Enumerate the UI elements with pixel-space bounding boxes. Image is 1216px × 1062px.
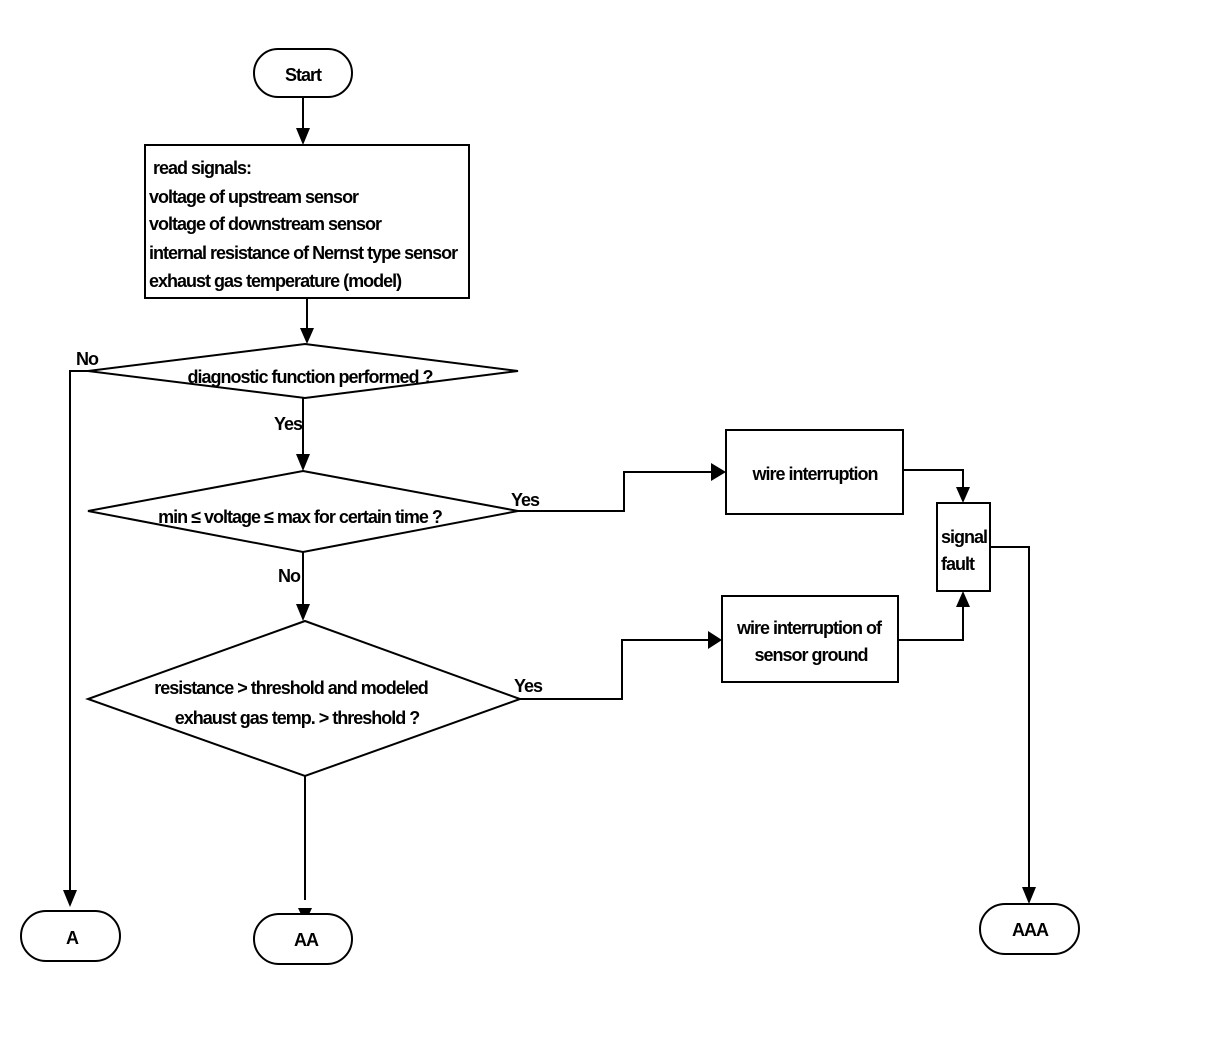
start-terminal: Start <box>253 48 353 98</box>
decision-resistance: resistance > threshold and modeled exhau… <box>85 619 523 778</box>
arrow-head <box>956 487 970 503</box>
terminal-aaa-label: AAA <box>1012 920 1049 940</box>
read-signals-line-1: read signals: <box>153 158 251 178</box>
wire-interruption-ground-box: wire interruption of sensor ground <box>721 595 899 683</box>
wire-interruption-label: wire interruption <box>751 464 877 484</box>
terminal-aa: AA <box>253 913 353 965</box>
terminal-a-label: A <box>66 928 79 948</box>
signal-fault-line-1: signal <box>941 527 987 547</box>
signal-fault-box: signal fault <box>936 502 991 592</box>
decision-performed: diagnostic function performed ? <box>87 342 519 400</box>
performed-yes-label: Yes <box>274 414 303 434</box>
decision-voltage: min ≤ voltage ≤ max for certain time ? <box>87 469 519 554</box>
terminal-aaa: AAA <box>979 903 1080 955</box>
arrow-head <box>296 454 310 471</box>
terminal-a: A <box>20 910 121 962</box>
arrow-head <box>296 128 310 145</box>
arrow-head <box>300 328 314 344</box>
voltage-yes-label: Yes <box>511 490 540 510</box>
wire-interruption-box: wire interruption <box>725 429 904 515</box>
arrow-head <box>63 890 77 907</box>
performed-no-label: No <box>76 349 99 369</box>
resistance-yes-label: Yes <box>514 676 543 696</box>
start-label: Start <box>285 65 322 85</box>
arrow-head <box>711 463 726 481</box>
decision-resistance-line-2: exhaust gas temp. > threshold ? <box>175 708 420 728</box>
decision-voltage-label: min ≤ voltage ≤ max for certain time ? <box>158 507 442 527</box>
decision-resistance-line-1: resistance > threshold and modeled <box>154 678 428 698</box>
terminal-aa-label: AA <box>294 930 319 950</box>
signal-fault-line-2: fault <box>941 554 975 574</box>
wire-interruption-ground-line-1: wire interruption of <box>736 618 883 638</box>
voltage-no-label: No <box>278 566 301 586</box>
read-signals-box: read signals: voltage of upstream sensor… <box>144 144 470 299</box>
read-signals-line-2: voltage of upstream sensor <box>149 187 359 207</box>
arrow-head <box>296 604 310 621</box>
decision-performed-label: diagnostic function performed ? <box>187 367 432 387</box>
arrow-head <box>956 591 970 607</box>
arrow-head <box>708 631 722 649</box>
read-signals-line-3: voltage of downstream sensor <box>149 214 382 234</box>
wire-interruption-ground-line-2: sensor ground <box>754 645 867 665</box>
read-signals-line-4: internal resistance of Nernst type senso… <box>149 243 458 263</box>
read-signals-line-5: exhaust gas temperature (model) <box>149 271 402 291</box>
arrow-head <box>1022 887 1036 904</box>
